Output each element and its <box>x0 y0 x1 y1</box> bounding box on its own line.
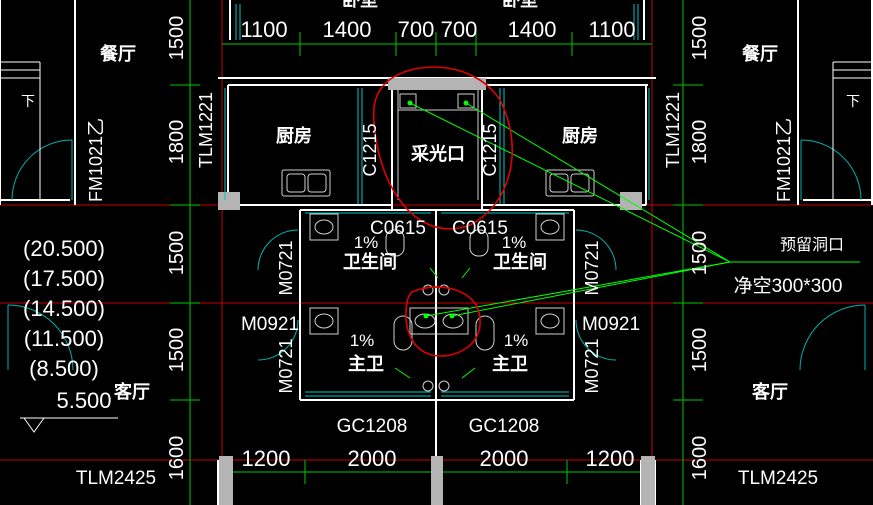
dim-right-1: 1500 <box>689 16 711 61</box>
room-label-bathroom-right: 卫生间 <box>493 251 547 273</box>
dim-bottom-1: 1200 <box>242 446 291 471</box>
dim-top-6: 1100 <box>588 17 635 42</box>
elevation-1: (20.500) <box>23 236 105 261</box>
elevation-6: 5.500 <box>56 388 111 413</box>
slope-label-3: 1% <box>350 331 375 350</box>
room-label-bedroom-left: 卧室 <box>342 0 378 11</box>
windows <box>224 4 650 397</box>
room-label-kitchen-left: 厨房 <box>276 125 312 147</box>
label-c1215-left: C1215 <box>360 123 380 176</box>
room-label-bedroom-right: 卧室 <box>502 0 538 11</box>
label-c1215-right: C1215 <box>480 123 500 176</box>
dim-left-2: 1800 <box>166 120 188 165</box>
room-label-dining-right: 餐厅 <box>741 43 778 65</box>
elevation-5: (8.500) <box>29 356 99 381</box>
dim-right-5: 1600 <box>689 436 711 481</box>
label-tlm2425-left: TLM2425 <box>76 468 156 489</box>
room-label-master-bath-left: 主卫 <box>348 353 384 375</box>
elevation-marker <box>20 417 118 433</box>
label-tlm2425-right: TLM2425 <box>738 468 818 489</box>
dim-left-1: 1500 <box>166 16 188 61</box>
label-tlm1221-left: TLM1221 <box>196 92 216 168</box>
label-m0921-left: M0921 <box>241 314 299 335</box>
room-label-dining-left: 餐厅 <box>99 43 136 65</box>
label-m0721-a: M0721 <box>276 240 296 295</box>
fixtures <box>281 90 595 392</box>
label-gc1208-left: GC1208 <box>337 416 408 437</box>
dim-top-3: 700 <box>398 17 435 42</box>
label-fm1021-right: FM1021乙 <box>774 118 794 202</box>
dim-left-5: 1600 <box>166 436 188 481</box>
slope-label-2: 1% <box>502 233 527 252</box>
label-m0721-b: M0721 <box>582 240 602 295</box>
doors <box>7 139 866 371</box>
dim-bottom-4: 1200 <box>586 446 635 471</box>
slope-label-4: 1% <box>504 331 529 350</box>
stair-left <box>0 61 41 200</box>
columns <box>218 78 655 505</box>
dim-top-5: 1400 <box>508 17 557 42</box>
dim-top-1: 1100 <box>240 17 287 42</box>
label-m0721-d: M0721 <box>582 338 602 393</box>
label-gc1208-right: GC1208 <box>469 416 540 437</box>
dim-left-4: 1500 <box>166 328 188 373</box>
elevation-4: (11.500) <box>24 326 104 351</box>
dim-top-4: 700 <box>441 17 478 42</box>
elevation-2: (17.500) <box>23 266 105 291</box>
dim-right-4: 1500 <box>689 328 711 373</box>
dim-bottom-2: 2000 <box>348 446 397 471</box>
stair-label-right: 下 <box>846 94 860 110</box>
elevation-3: (14.500) <box>23 296 105 321</box>
room-label-living-right: 客厅 <box>752 381 788 403</box>
dim-top-2: 1400 <box>323 17 372 42</box>
label-tlm1221-right: TLM1221 <box>663 92 683 168</box>
dim-left-3: 1500 <box>166 231 188 276</box>
slope-label-1: 1% <box>354 233 379 252</box>
annotation-reserved-opening: 预留洞口 <box>780 235 844 254</box>
room-label-lightwell: 采光口 <box>410 143 465 165</box>
markup-circles <box>372 66 513 357</box>
dim-right-2: 1800 <box>689 120 711 165</box>
label-c0615-left: C0615 <box>370 218 426 239</box>
room-label-living-left: 客厅 <box>114 381 150 403</box>
dim-bottom-3: 2000 <box>480 446 529 471</box>
room-label-bathroom-left: 卫生间 <box>343 251 397 273</box>
room-label-kitchen-right: 厨房 <box>562 125 598 147</box>
label-m0721-c: M0721 <box>276 338 296 393</box>
label-m0921-right: M0921 <box>582 314 640 335</box>
stair-label-left: 下 <box>21 94 35 110</box>
label-c0615-right: C0615 <box>452 218 508 239</box>
dim-right-3: 1500 <box>689 231 711 276</box>
room-label-master-bath-right: 主卫 <box>492 353 528 375</box>
label-fm1021-left: FM1021乙 <box>86 118 106 202</box>
stair-right <box>832 61 873 200</box>
annotation-clear-size: 净空300*300 <box>734 275 843 297</box>
